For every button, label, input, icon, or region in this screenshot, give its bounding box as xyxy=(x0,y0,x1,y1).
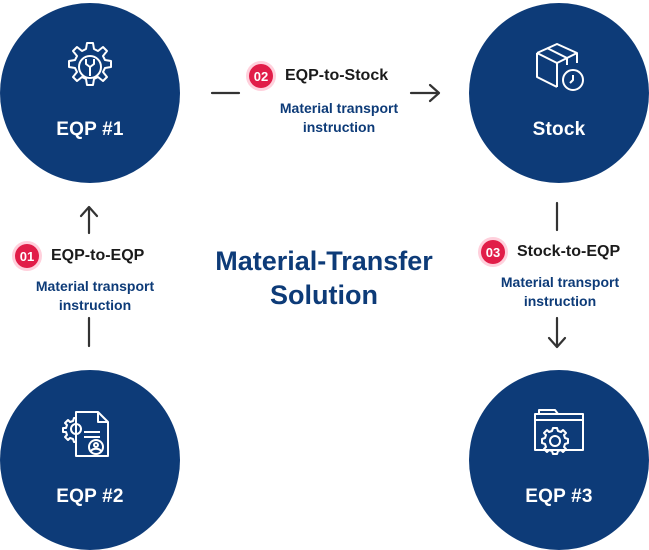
node-eqp1: EQP #1 xyxy=(0,3,180,183)
folder-gear-icon xyxy=(534,409,584,455)
node-eqp2: EQP #2 xyxy=(0,370,180,550)
step-02: 02 EQP-to-Stock xyxy=(246,61,388,91)
step-description: Material transport instruction xyxy=(279,100,399,135)
step-badge: 03 xyxy=(478,237,508,267)
node-stock: Stock xyxy=(469,3,649,183)
step-number: 01 xyxy=(15,244,39,268)
arrow-up-head xyxy=(79,205,99,218)
step-badge: 01 xyxy=(12,241,42,271)
step-title: EQP-to-EQP xyxy=(51,247,145,264)
node-label: EQP #2 xyxy=(56,486,124,507)
step-03: 03 Stock-to-EQP xyxy=(478,237,620,267)
arrow-right-head xyxy=(428,83,441,103)
step-number: 02 xyxy=(249,64,273,88)
diagram-title: Material-Transfer Solution xyxy=(215,246,433,310)
gear-wrench-icon xyxy=(68,42,112,86)
step-title: Stock-to-EQP xyxy=(517,243,621,260)
arrow-down-head xyxy=(547,336,567,349)
node-label: Stock xyxy=(532,119,586,140)
step-number: 03 xyxy=(481,240,505,264)
step-title: EQP-to-Stock xyxy=(285,67,389,84)
step-01: 01 EQP-to-EQP xyxy=(12,241,144,271)
document-gear-icon xyxy=(62,411,109,457)
box-clock-icon xyxy=(536,43,584,91)
node-label: EQP #3 xyxy=(525,486,593,507)
step-description: Material transport instruction xyxy=(35,278,155,313)
step-badge: 02 xyxy=(246,61,276,91)
node-label: EQP #1 xyxy=(56,119,124,140)
step-description: Material transport instruction xyxy=(500,274,620,309)
node-eqp3: EQP #3 xyxy=(469,370,649,550)
